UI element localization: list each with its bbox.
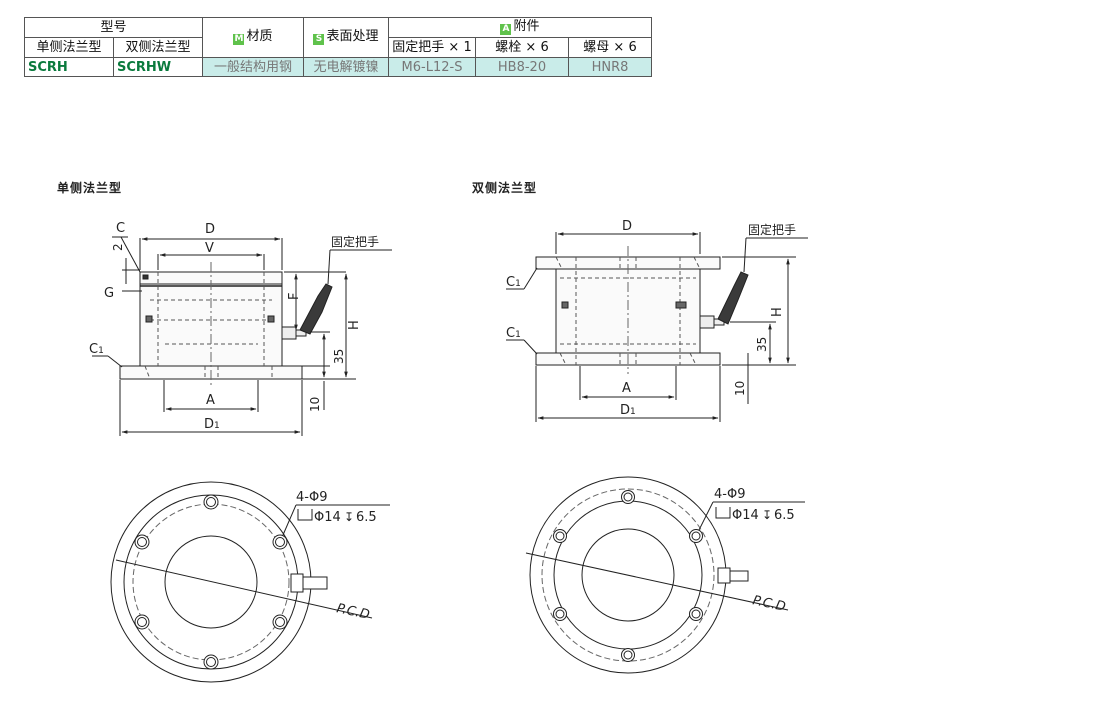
counterbore-double-icon [715,507,731,519]
label-cbore-double: Φ14 [732,508,759,523]
single-front-labels: C 2 D V G F H 35 10 C1 A D1 固定把手 [89,221,379,432]
label-2: 2 [111,243,125,251]
label-c1: C1 [89,342,104,357]
label-35: 35 [332,349,346,364]
c1-bottom-sub: 1 [515,330,521,340]
label-c: C [116,221,125,236]
counterbore-icon [297,509,313,521]
caption-double: 双侧法兰型 [472,181,538,195]
double-front-view [506,232,808,422]
c1-top-c: C [506,275,515,290]
label-d1-double: D1 [620,403,636,418]
header-single: 单侧法兰型 [24,37,114,58]
surface-tag-icon: S [313,34,325,45]
header-material-label: 材质 [246,29,273,44]
cell-single-model: SCRH [24,57,114,77]
label-c1-bottom-double: C1 [506,326,521,341]
single-front-view [92,236,392,436]
c1-sub: 1 [98,346,104,356]
cell-bolt: HB8-20 [475,57,569,77]
header-surface-label: 表面处理 [326,29,379,44]
d1-d: D [204,417,214,432]
single-top-labels: 4-Φ9 Φ14 ↧ 6.5 P.C.D [296,490,377,623]
header-acc-handle: 固定把手 × 1 [388,37,476,58]
label-g: G [104,286,114,301]
c1-bottom-c: C [506,326,515,341]
label-holes: 4-Φ9 [296,490,327,505]
depth-icon: ↧ [344,510,354,524]
d1-double-sub: 1 [630,407,636,417]
label-handle-double: 固定把手 [748,222,796,237]
label-d1: D1 [204,417,220,432]
accessory-tag-icon: A [500,24,512,35]
label-d-double: D [622,219,632,234]
label-cbore-depth-double: 6.5 [774,508,795,523]
material-tag-icon: M [233,34,245,45]
depth-double-icon: ↧ [762,508,772,522]
cell-nut: HNR8 [568,57,652,77]
label-10-double: 10 [733,381,747,396]
double-front-labels: D H 35 10 C1 C1 A D1 固定把手 [506,219,796,418]
cell-surface: 无电解镀镍 [303,57,389,77]
label-cbore-depth: 6.5 [356,510,377,525]
label-cbore: Φ14 [314,510,341,525]
label-c1-top-double: C1 [506,275,521,290]
c1-top-sub: 1 [515,279,521,289]
label-pcd-double: P.C.D [751,593,787,615]
header-acc-bolt: 螺栓 × 6 [475,37,569,58]
label-h: H [347,320,362,330]
header-double: 双侧法兰型 [113,37,203,58]
label-v: V [205,241,214,256]
label-10: 10 [308,397,322,412]
label-a-double: A [622,381,631,396]
label-h-double: H [770,307,785,317]
single-top-view [110,481,390,683]
label-d: D [205,222,215,237]
label-pcd: P.C.D [335,601,371,623]
d1-sub: 1 [214,421,220,431]
double-top-view [525,476,805,674]
cell-material: 一般结构用钢 [202,57,304,77]
label-35-double: 35 [755,337,769,352]
c1-c: C [89,342,98,357]
label-holes-double: 4-Φ9 [714,487,745,502]
d1-double-d: D [620,403,630,418]
cell-handle: M6-L12-S [388,57,476,77]
label-handle: 固定把手 [331,234,379,249]
caption-single: 单侧法兰型 [57,181,123,195]
header-model: 型号 [24,17,203,38]
label-f: F [287,293,302,300]
label-a: A [206,393,215,408]
cell-double-model: SCRHW [113,57,203,77]
header-accessory-label: 附件 [513,19,540,34]
double-top-labels: 4-Φ9 Φ14 ↧ 6.5 P.C.D [714,487,795,615]
